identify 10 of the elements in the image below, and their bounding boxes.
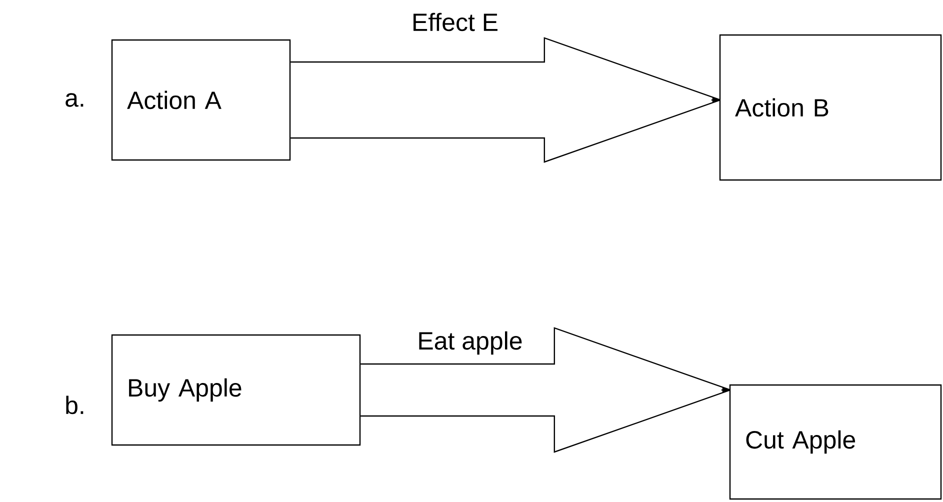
process-box: Buy Apple xyxy=(111,334,361,446)
block-arrow xyxy=(290,37,721,163)
process-box: Action B xyxy=(719,34,942,181)
process-box: Cut Apple xyxy=(729,384,942,500)
row-label: b. xyxy=(66,396,84,414)
edge-label: Effect E xyxy=(410,12,500,32)
process-box: Action A xyxy=(111,39,291,161)
block-arrow xyxy=(360,327,731,453)
edge-label: Eat apple xyxy=(416,330,524,356)
row-label: a. xyxy=(66,93,84,107)
